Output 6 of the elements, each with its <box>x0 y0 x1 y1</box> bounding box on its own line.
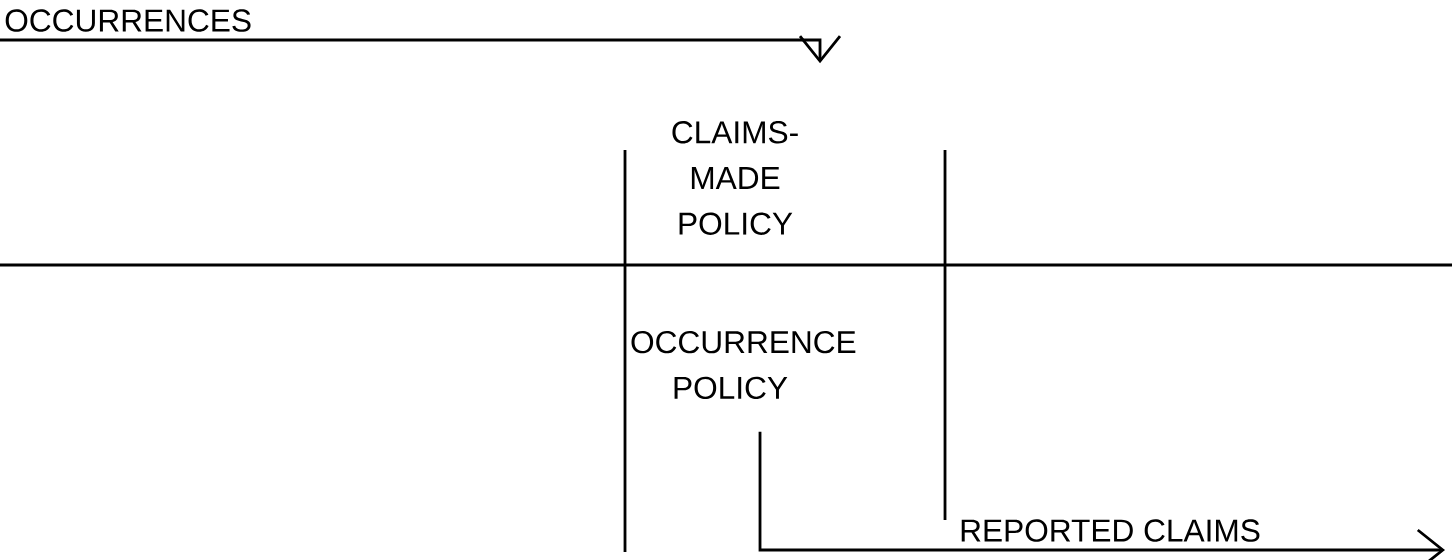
edge-label: OCCURRENCES <box>5 9 251 32</box>
edge-label: REPORTED CLAIMS <box>961 519 1260 542</box>
policy-label: CLAIMS-MADE POLICY <box>672 121 798 235</box>
arrow <box>758 431 1445 560</box>
arrow <box>0 35 842 64</box>
policy-label: OCCURRENCE POLICY <box>631 330 856 400</box>
